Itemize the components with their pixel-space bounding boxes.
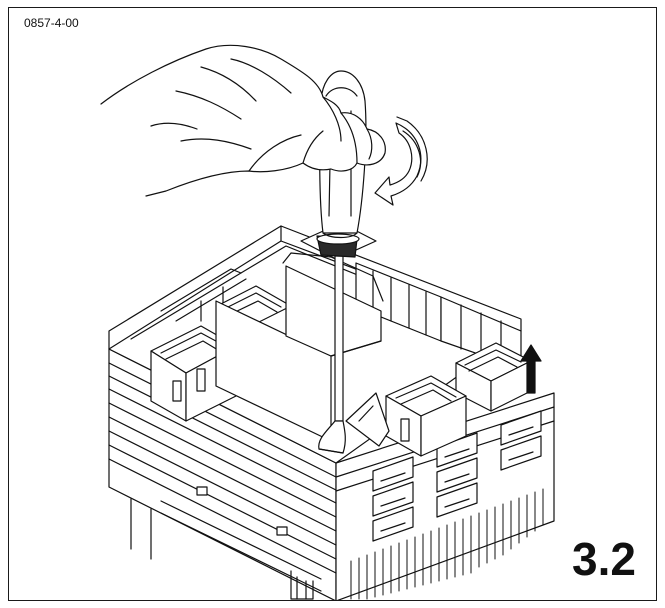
rotate-arrow-icon <box>375 117 427 205</box>
illustration <box>9 8 656 600</box>
terminal-blocks <box>336 407 554 541</box>
figure-frame: 0857-4-00 <box>8 7 657 601</box>
hand-icon <box>101 45 385 196</box>
up-arrow-icon <box>521 345 541 393</box>
cooling-fins <box>351 489 543 599</box>
plugin-card <box>216 253 389 446</box>
step-number: 3.2 <box>572 533 636 585</box>
figure-code: 0857-4-00 <box>24 16 79 30</box>
